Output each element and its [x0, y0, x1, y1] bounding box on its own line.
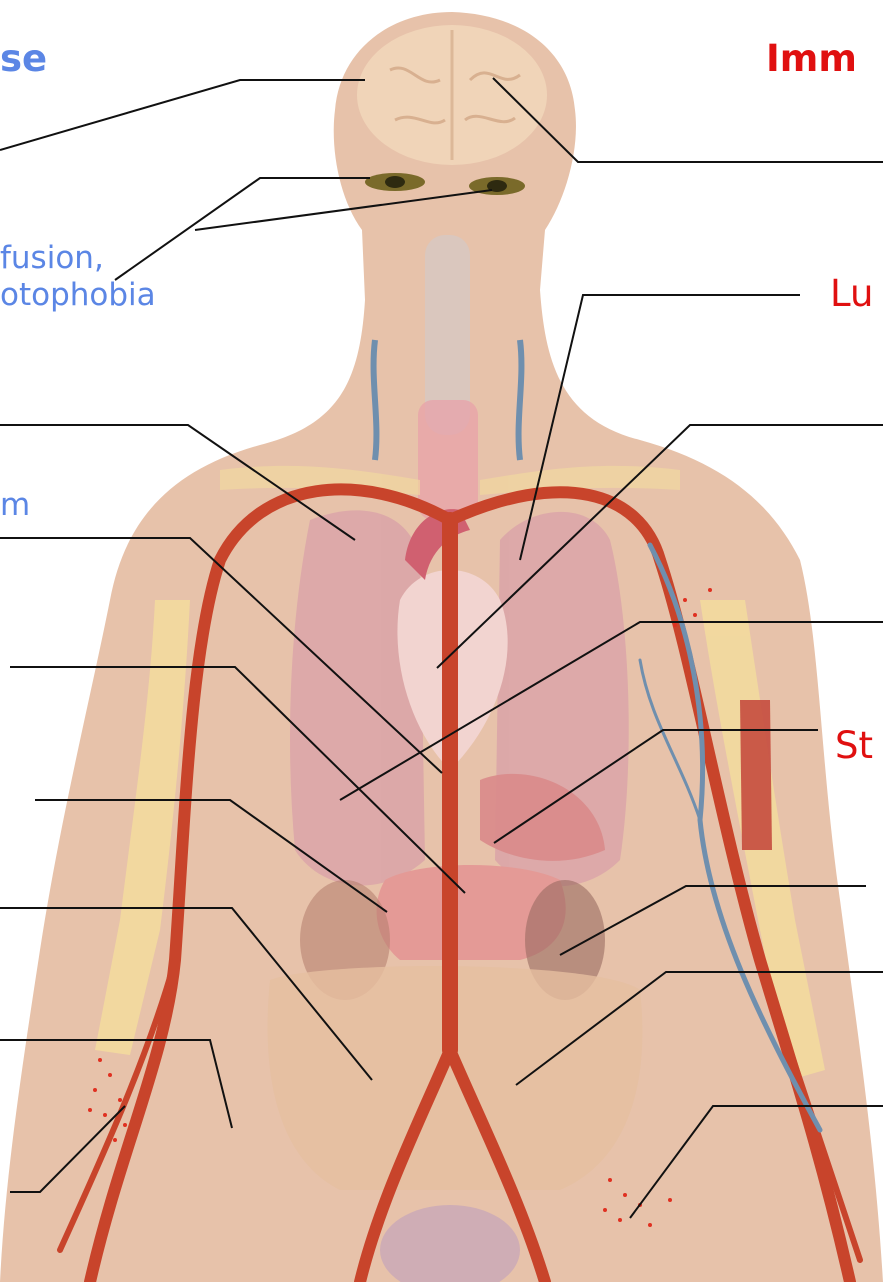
lungs-label: Lu: [830, 275, 873, 312]
left-heading: se: [0, 40, 47, 77]
eyes-symptom-line2: otophobia: [0, 280, 156, 311]
mid-left-label: m: [0, 490, 30, 521]
brain: [357, 25, 547, 165]
right-heading: Imm: [766, 40, 857, 77]
stomach-label: St: [835, 727, 873, 764]
eyes-symptom-line1: fusion,: [0, 243, 104, 274]
